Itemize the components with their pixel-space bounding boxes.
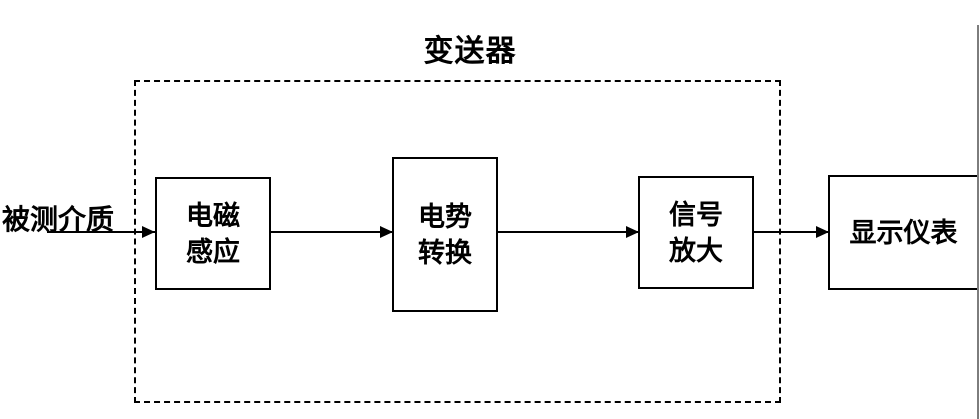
page-edge-line — [977, 25, 979, 419]
arrowhead-icon — [142, 226, 155, 238]
arrowhead-icon — [626, 226, 639, 238]
arrowhead-icon — [816, 226, 829, 238]
block-electromagnetic-induction: 电磁 感应 — [155, 177, 271, 290]
block-label: 显示仪表 — [849, 217, 958, 248]
input-medium-label: 被测介质 — [2, 204, 115, 235]
arrow-induction-to-conversion — [270, 226, 393, 238]
arrow-conversion-to-amplification — [497, 226, 639, 238]
diagram-title: 变送器 — [423, 35, 517, 68]
block-label: 电磁 感应 — [186, 200, 240, 267]
block-display-instrument: 显示仪表 — [828, 175, 979, 290]
transmitter-dashed-boundary — [134, 80, 781, 403]
arrowhead-icon — [380, 226, 393, 238]
block-potential-conversion: 电势 转换 — [392, 157, 498, 312]
block-label: 信号 放大 — [669, 199, 723, 266]
block-signal-amplification: 信号 放大 — [638, 176, 754, 289]
block-label: 电势 转换 — [418, 201, 472, 268]
arrow-input-to-induction — [47, 226, 155, 238]
arrow-amplification-to-display — [752, 226, 829, 238]
